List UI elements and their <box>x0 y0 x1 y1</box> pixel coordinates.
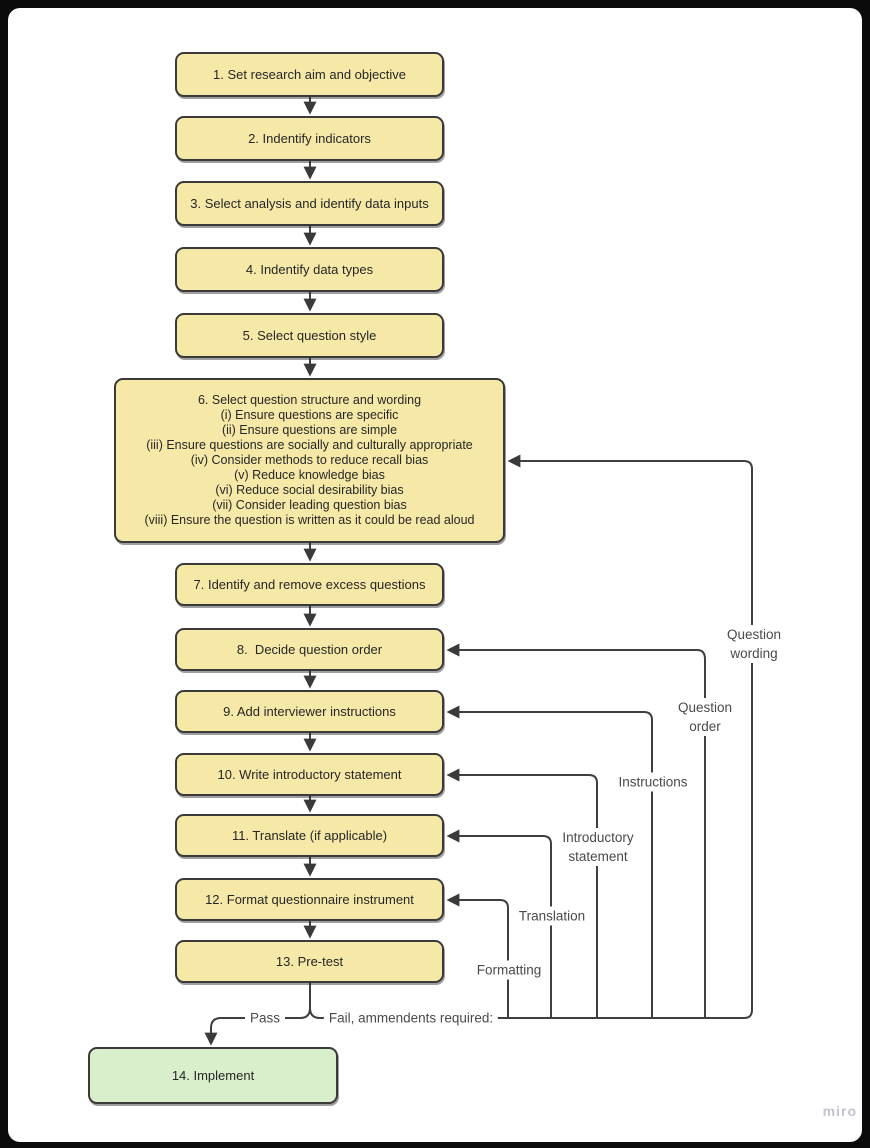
flow-node-1-set-research-aim[interactable]: 1. Set research aim and objective <box>175 52 444 97</box>
flow-node-8-decide-question-order[interactable]: 8. Decide question order <box>175 628 444 671</box>
flow-node-7-remove-excess-questions[interactable]: 7. Identify and remove excess questions <box>175 563 444 606</box>
flow-node-4-identify-data-types[interactable]: 4. Indentify data types <box>175 247 444 292</box>
flow-node-6-question-structure-wording[interactable]: 6. Select question structure and wording… <box>114 378 505 543</box>
connector-label-question-wording: Question wording <box>721 625 787 663</box>
flow-node-11-translate[interactable]: 11. Translate (if applicable) <box>175 814 444 857</box>
flow-node-5-select-question-style[interactable]: 5. Select question style <box>175 313 444 358</box>
miro-watermark: miro <box>822 1103 857 1119</box>
connector-label-formatting: Formatting <box>471 960 547 980</box>
connector-label-pass: Pass <box>244 1008 286 1028</box>
flow-node-12-format-questionnaire[interactable]: 12. Format questionnaire instrument <box>175 878 444 921</box>
connector-label-question-order: Question order <box>672 698 738 736</box>
flow-node-9-interviewer-instructions[interactable]: 9. Add interviewer instructions <box>175 690 444 733</box>
flow-node-3-select-analysis[interactable]: 3. Select analysis and identify data inp… <box>175 181 444 226</box>
connector-label-fail: Fail, ammendents required: <box>323 1008 499 1028</box>
connector-label-translation: Translation <box>513 906 591 926</box>
connector-label-introductory-statement: Introductory statement <box>557 828 639 866</box>
flow-node-13-pre-test[interactable]: 13. Pre-test <box>175 940 444 983</box>
flow-node-2-identify-indicators[interactable]: 2. Indentify indicators <box>175 116 444 161</box>
flow-node-14-implement[interactable]: 14. Implement <box>88 1047 338 1104</box>
connector-label-instructions: Instructions <box>613 772 693 792</box>
flow-node-10-introductory-statement[interactable]: 10. Write introductory statement <box>175 753 444 796</box>
